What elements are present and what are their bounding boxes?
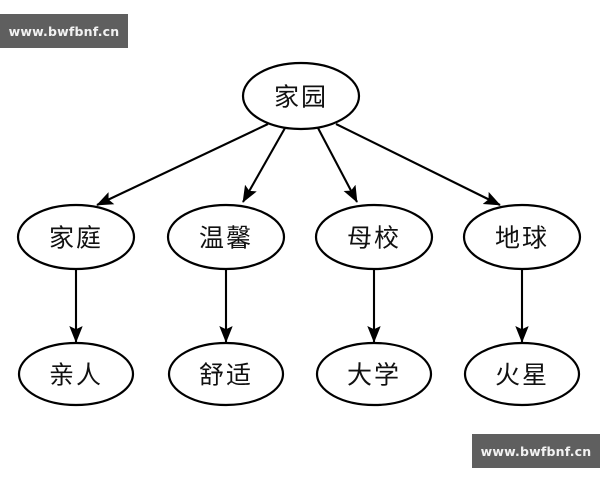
node-warmth[interactable]: 温馨 [166,203,286,271]
node-comfort-shape [167,341,285,407]
node-warmth-label: 温馨 [199,224,253,253]
node-warmth-shape [166,203,286,271]
node-home-shape [241,61,361,131]
edge-home-to-warmth [242,127,286,203]
node-family-shape [16,203,136,271]
edge-home-to-earth [335,123,501,206]
watermark-top-left: www.bwfbnf.cn [0,14,128,48]
node-earth-label: 地球 [495,224,549,253]
node-relatives-label: 亲人 [49,361,103,390]
node-home-label: 家园 [274,83,328,112]
edge-home-to-alma [317,127,358,203]
node-alma-mater[interactable]: 母校 [314,203,434,271]
node-home[interactable]: 家园 [241,61,361,131]
node-mars-label: 火星 [495,361,549,390]
node-university[interactable]: 大学 [315,341,433,407]
node-relatives-shape [17,341,135,407]
node-mars-shape [463,341,581,407]
edge-home-to-family [96,123,269,206]
node-relatives[interactable]: 亲人 [17,341,135,407]
watermark-bottom-right: www.bwfbnf.cn [472,434,600,468]
node-alma-mater-label: 母校 [347,224,401,253]
node-family[interactable]: 家庭 [16,203,136,271]
edge-group-leaves [69,269,529,343]
node-comfort[interactable]: 舒适 [167,341,285,407]
node-earth-shape [462,203,582,271]
node-university-shape [315,341,433,407]
node-comfort-label: 舒适 [199,361,253,390]
node-alma-mater-shape [314,203,434,271]
edge-group-root [96,123,501,206]
node-mars[interactable]: 火星 [463,341,581,407]
node-university-label: 大学 [347,361,401,390]
node-family-label: 家庭 [49,224,103,253]
node-earth[interactable]: 地球 [462,203,582,271]
